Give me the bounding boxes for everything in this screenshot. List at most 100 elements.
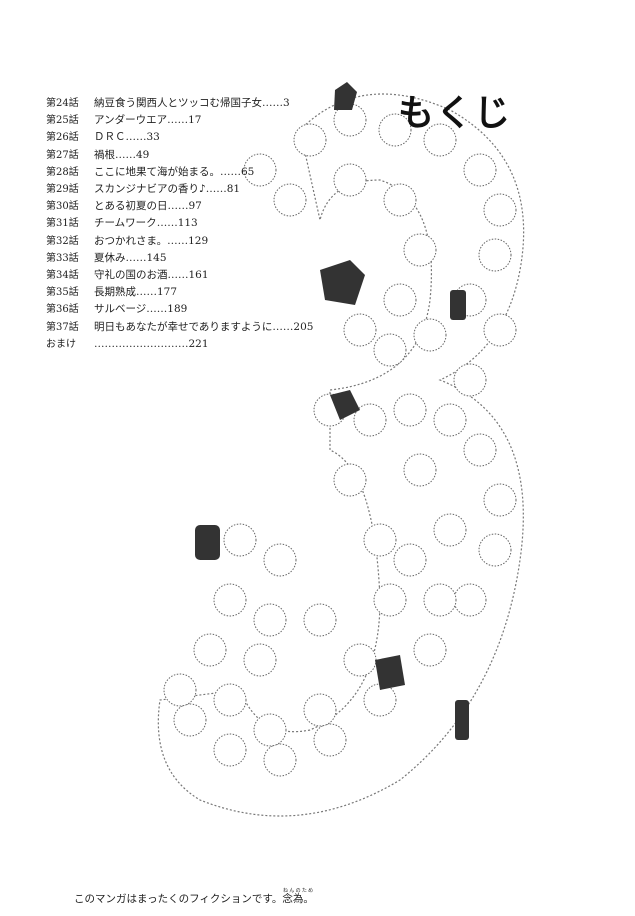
toc-entry: 第31話チームワーク……113 bbox=[46, 215, 313, 232]
doodle-face-icon bbox=[373, 333, 407, 367]
doodle-face-icon bbox=[423, 583, 457, 617]
chapter-page: 205 bbox=[293, 320, 314, 333]
doodle-characters bbox=[163, 103, 517, 777]
doodle-face-icon bbox=[433, 513, 467, 547]
doodle-face-icon bbox=[483, 193, 517, 227]
chapter-number: 第34話 bbox=[46, 270, 79, 282]
doodle-face-icon bbox=[303, 603, 337, 637]
leader-dots: …… bbox=[272, 320, 294, 333]
leader-dots: …… bbox=[167, 234, 189, 247]
leader-dots: …… bbox=[167, 269, 189, 282]
chapter-page: 65 bbox=[241, 165, 255, 178]
chapter-title: スカンジナビアの香り♪ bbox=[94, 183, 206, 196]
disclaimer-text: このマンガはまったくのフィクションです。 bbox=[74, 893, 283, 905]
doodle-face-icon bbox=[383, 283, 417, 317]
black-character-icon bbox=[375, 655, 405, 690]
doodle-face-icon bbox=[163, 673, 197, 707]
doodle-face-icon bbox=[413, 318, 447, 352]
doodle-face-icon bbox=[173, 703, 207, 737]
chapter-title: 納豆食う関西人とツッコむ帰国子女 bbox=[94, 97, 262, 109]
doodle-face-icon bbox=[263, 743, 297, 777]
doodle-face-icon bbox=[213, 683, 247, 717]
chapter-page: 189 bbox=[167, 303, 188, 316]
doodle-face-icon bbox=[213, 733, 247, 767]
doodle-face-icon bbox=[483, 483, 517, 517]
doodle-face-icon bbox=[273, 183, 307, 217]
chapter-title: 禍根 bbox=[94, 148, 115, 161]
doodle-face-icon bbox=[393, 393, 427, 427]
chapter-number: 第26話 bbox=[46, 132, 79, 144]
toc-entry: 第33話夏休み……145 bbox=[46, 250, 313, 267]
doodle-face-icon bbox=[378, 113, 412, 147]
bottle-icon bbox=[450, 290, 466, 320]
doodle-face-icon bbox=[313, 723, 347, 757]
chapter-page: 113 bbox=[177, 217, 198, 230]
chapter-title: とある初夏の日 bbox=[94, 200, 168, 213]
doodle-face-icon bbox=[223, 523, 257, 557]
leader-dots: …… bbox=[167, 114, 189, 127]
doodle-face-icon bbox=[253, 713, 287, 747]
doodle-face-icon bbox=[343, 313, 377, 347]
doodle-face-icon bbox=[478, 533, 512, 567]
disclaimer-ruby-reading: ねんのため bbox=[282, 888, 314, 894]
toc-entry: おまけ………………………221 bbox=[46, 336, 313, 353]
bottle-icon bbox=[455, 700, 469, 740]
doodle-face-icon bbox=[403, 233, 437, 267]
leader-dots: …… bbox=[136, 286, 157, 299]
doodle-face-icon bbox=[263, 543, 297, 577]
doodle-face-icon bbox=[303, 693, 337, 727]
chapter-title: チームワーク bbox=[94, 217, 157, 230]
disclaimer-ruby-base: 念為。 bbox=[282, 893, 314, 905]
chapter-number: 第33話 bbox=[46, 252, 79, 264]
toc-entry: 第35話長期熟成……177 bbox=[46, 284, 313, 301]
chapter-page: 97 bbox=[188, 200, 202, 213]
leader-dots: ……………………… bbox=[94, 337, 189, 350]
doodle-face-icon bbox=[333, 463, 367, 497]
black-character-icon bbox=[334, 82, 357, 110]
toc-entry: 第27話禍根……49 bbox=[46, 147, 313, 164]
toc-entry: 第37話 明日もあなたが幸せでありますように……205 bbox=[46, 319, 313, 336]
chapter-page: 161 bbox=[188, 269, 209, 282]
chapter-title: 夏休み bbox=[94, 251, 126, 264]
doodle-face-icon bbox=[243, 643, 277, 677]
doodle-face-icon bbox=[413, 633, 447, 667]
doodle-face-icon bbox=[483, 313, 517, 347]
chapter-title: ここに地果て海が始まる。 bbox=[94, 165, 220, 178]
black-character-icon bbox=[320, 260, 365, 305]
chapter-title: 明日もあなたが幸せでありますように bbox=[94, 320, 273, 333]
chapter-number: おまけ bbox=[46, 338, 76, 350]
toc-entry: 第36話サルベージ……189 bbox=[46, 301, 313, 318]
fiction-disclaimer: このマンガはまったくのフィクションです。念為。ねんのため bbox=[74, 888, 314, 906]
chapter-number: 第27話 bbox=[46, 149, 79, 161]
leader-dots: …… bbox=[205, 183, 227, 196]
chapter-number: 第24話 bbox=[46, 98, 79, 109]
chapter-page: 49 bbox=[136, 148, 150, 161]
toc-entry: 第34話守礼の国のお酒……161 bbox=[46, 267, 313, 284]
chapter-title: ＤＲＣ bbox=[94, 131, 126, 144]
chapter-number: 第32話 bbox=[46, 235, 79, 247]
doodle-face-icon bbox=[333, 103, 367, 137]
three-outline bbox=[157, 93, 525, 817]
doodle-face-icon bbox=[353, 403, 387, 437]
black-character-icon bbox=[330, 390, 360, 420]
chapter-number: 第31話 bbox=[46, 218, 79, 230]
toc-entry: 第32話おつかれさま。……129 bbox=[46, 233, 313, 250]
toc-entry: 第28話ここに地果て海が始まる。……65 bbox=[46, 164, 313, 181]
toc-entry: 第29話スカンジナビアの香り♪……81 bbox=[46, 181, 313, 198]
doodle-face-icon bbox=[383, 183, 417, 217]
chapter-number: 第28話 bbox=[46, 166, 79, 178]
leader-dots: …… bbox=[167, 200, 189, 213]
doodle-face-icon bbox=[363, 683, 397, 717]
doodle-face-icon bbox=[243, 153, 277, 187]
chapter-page: 33 bbox=[146, 131, 160, 144]
chapter-number: 第30話 bbox=[46, 201, 79, 213]
chapter-page: 3 bbox=[283, 97, 290, 109]
leader-dots: …… bbox=[146, 303, 168, 316]
doodle-face-icon bbox=[463, 433, 497, 467]
chapter-number: 第37話 bbox=[46, 321, 79, 333]
toc-entry: 第25話アンダーウエア……17 bbox=[46, 112, 313, 129]
toc-entry: 第24話 納豆食う関西人とツッコむ帰国子女……3 bbox=[46, 95, 313, 112]
leader-dots: …… bbox=[262, 97, 283, 109]
